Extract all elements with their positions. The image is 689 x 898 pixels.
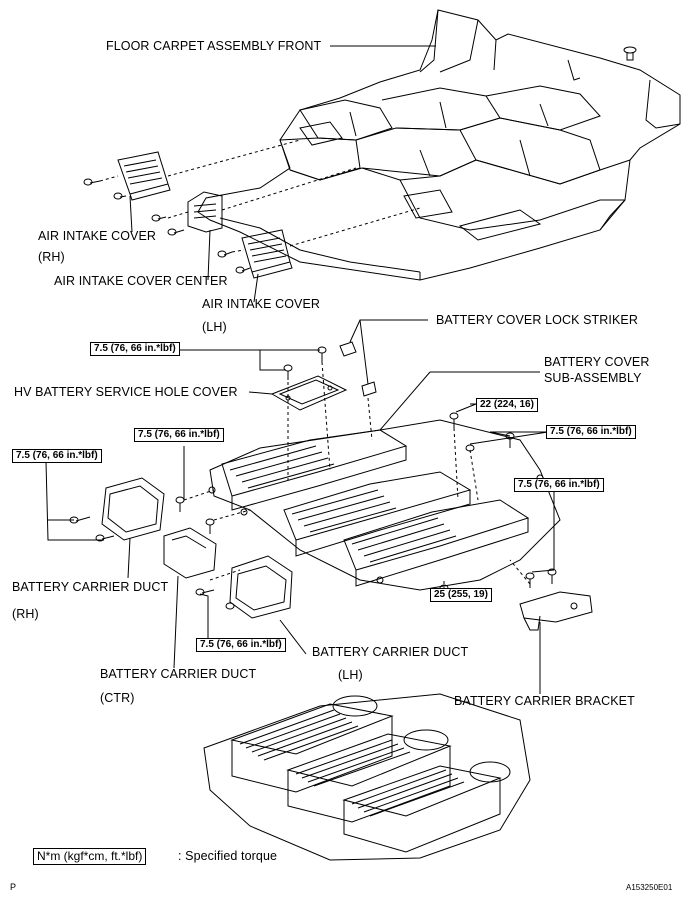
label-air-intake-rh: AIR INTAKE COVER	[38, 229, 157, 243]
torque-box-duct-rh: 7.5 (76, 66 in.*lbf)	[12, 449, 102, 463]
lock-striker-drawing	[339, 341, 377, 397]
alignment-lines-upper	[99, 139, 421, 253]
leader-t22	[455, 403, 477, 413]
label-duct-ctr: BATTERY CARRIER DUCT	[100, 667, 257, 681]
leader-t3	[45, 461, 104, 541]
service-hole-cover-drawing	[270, 375, 348, 411]
torque-box-bracket: 7.5 (76, 66 in.*lbf)	[514, 478, 604, 492]
label-service-hole-cover: HV BATTERY SERVICE HOLE COVER	[14, 385, 238, 399]
duct-screws	[69, 516, 235, 610]
carrier-bracket-drawing	[519, 591, 593, 631]
service-hole-screws	[283, 346, 327, 380]
torque-box-duct-lh: 7.5 (76, 66 in.*lbf)	[196, 638, 286, 652]
torque-box-22: 22 (224, 16)	[476, 398, 538, 412]
torque-box-duct-ctr: 7.5 (76, 66 in.*lbf)	[134, 428, 224, 442]
alignment-lines-mid	[183, 361, 531, 590]
footer-page-letter: P	[10, 882, 17, 892]
floor-carpet-drawing	[197, 9, 681, 281]
label-duct-lh: BATTERY CARRIER DUCT	[312, 645, 469, 659]
footer-figure-id: A153250E01	[626, 883, 673, 892]
label-lock-striker: BATTERY COVER LOCK STRIKER	[436, 313, 638, 327]
label-carrier-bracket: BATTERY CARRIER BRACKET	[454, 694, 635, 708]
battery-assembly-drawing	[208, 419, 561, 591]
leader-duct-lh	[279, 619, 307, 655]
label-duct-ctr-side: (CTR)	[100, 691, 135, 705]
leader-t4	[489, 431, 548, 437]
clip-top-right	[623, 46, 637, 61]
label-air-intake-rh-side: (RH)	[38, 250, 65, 264]
battery-lower-view	[203, 693, 531, 861]
leader-t6	[199, 593, 209, 638]
label-duct-lh-side: (LH)	[338, 668, 363, 682]
air-intake-cover-lh-drawing	[241, 229, 293, 279]
leader-air-intake-center	[207, 229, 211, 281]
duct-rh-drawing	[101, 477, 165, 541]
duct-lh-drawing	[229, 555, 293, 619]
air-intake-screws	[83, 178, 251, 274]
legend-torque-text: : Specified torque	[178, 849, 278, 863]
duct-ctr-drawing	[163, 527, 217, 579]
leader-air-intake-lh	[253, 273, 259, 303]
air-intake-cover-rh-drawing	[117, 151, 171, 201]
leader-air-intake-rh	[129, 195, 133, 233]
label-battery-cover-line1: BATTERY COVER	[544, 355, 650, 369]
leader-duct-ctr	[173, 575, 179, 669]
legend-torque-unit-box: N*m (kgf*cm, ft.*lbf)	[33, 848, 147, 865]
torque-box-service-hole: 7.5 (76, 66 in.*lbf)	[90, 342, 180, 356]
label-duct-rh: BATTERY CARRIER DUCT	[12, 580, 169, 594]
torque-box-25: 25 (255, 19)	[430, 588, 492, 602]
label-air-intake-lh: AIR INTAKE COVER	[202, 297, 321, 311]
leader-t1	[128, 349, 286, 371]
leader-service-hole	[248, 391, 273, 395]
label-air-intake-lh-side: (LH)	[202, 320, 227, 334]
label-battery-cover-line2: SUB-ASSEMBLY	[544, 371, 642, 385]
torque-box-cover-rear: 7.5 (76, 66 in.*lbf)	[546, 425, 636, 439]
leader-duct-rh	[127, 537, 131, 579]
label-duct-rh-side: (RH)	[12, 607, 39, 621]
air-intake-cover-center-drawing	[187, 191, 223, 233]
label-floor-carpet: FLOOR CARPET ASSEMBLY FRONT	[106, 39, 322, 53]
label-air-intake-center: AIR INTAKE COVER CENTER	[54, 274, 228, 288]
